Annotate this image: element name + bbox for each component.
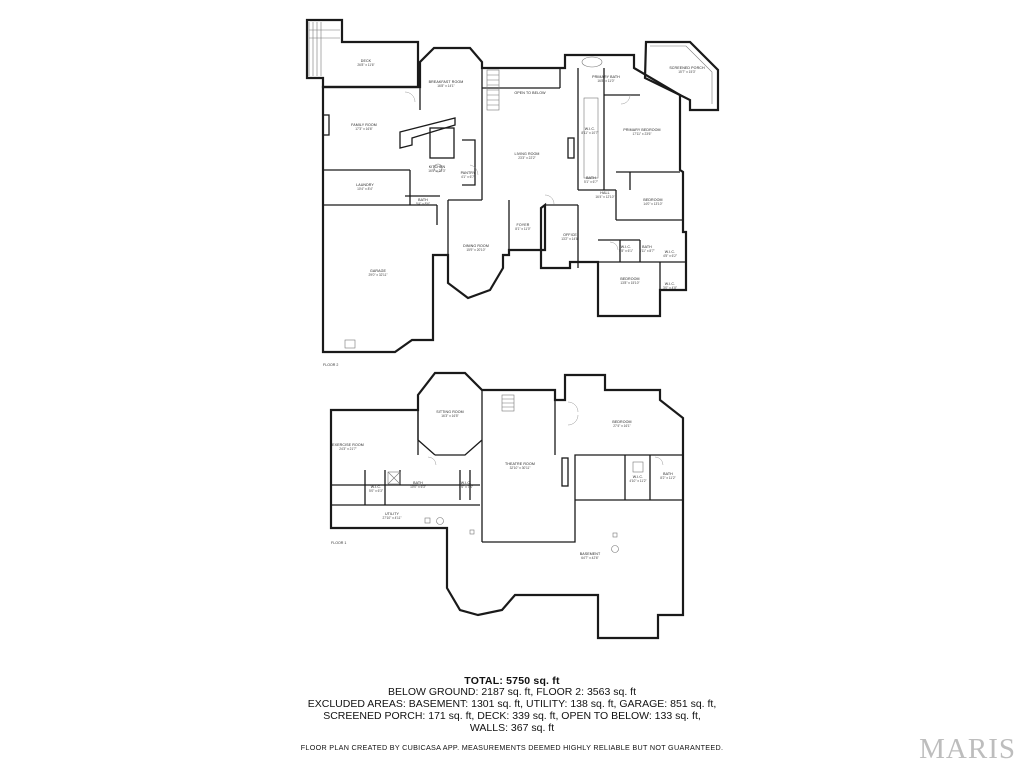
room-bath-half-dims: 5'4" x 8'6": [416, 202, 430, 206]
room-garage: GARAGE: [370, 269, 386, 273]
room-wic-lower-3: W.I.C.: [633, 475, 643, 479]
room-wic-lower-1-dims: 5'0" x 6'3": [369, 489, 383, 493]
room-bedroom-3-dims: 13'8" x 15'10": [620, 281, 639, 285]
room-office: OFFICE: [563, 233, 577, 237]
total-area: TOTAL: 5750 sq. ft: [464, 675, 560, 687]
room-laundry-dims: 10'4" x 8'4": [357, 187, 373, 191]
room-bath-jack: BATH: [642, 245, 652, 249]
room-family-dims: 17'3" x 16'6": [355, 127, 372, 131]
room-wic-bed2: W.I.C.: [665, 250, 675, 254]
room-kitchen: KITCHEN: [429, 165, 446, 169]
room-bath-lower-1-dims: 10'0" x 6'3": [410, 485, 426, 489]
room-utility-dims: 27'10" x 4'11": [382, 516, 401, 520]
room-dining: DINING ROOM: [463, 244, 489, 248]
room-sitting-dims: 16'3" x 16'5": [441, 414, 458, 418]
room-wic-small-dims: 3'0" x 4'8": [663, 286, 677, 290]
room-laundry: LAUNDRY: [356, 183, 374, 187]
room-bedroom-lower: BEDROOM: [612, 420, 631, 424]
room-exercise: EXERCISE ROOM: [332, 443, 364, 447]
room-bath-primary-small-dims: 5'1" x 6'7": [584, 180, 598, 184]
room-office-dims: 13'2" x 14'8": [561, 237, 578, 241]
room-basement-dims: 64'7" x 42'6": [581, 556, 598, 560]
room-wic-lower-2-dims: 4'6" x 7'4": [459, 485, 473, 489]
room-primary-bedroom: PRIMARY BEDROOM: [623, 128, 660, 132]
room-bedroom-2-dims: 14'0" x 13'10": [643, 202, 662, 206]
room-screened-porch-dims: 15'7" x 15'3": [678, 70, 695, 74]
room-foyer: FOYER: [517, 223, 530, 227]
walls-area: WALLS: 367 sq. ft: [469, 722, 555, 734]
room-wic-primary: W.I.C.: [585, 127, 595, 131]
room-wic-bed3: W.I.C.: [621, 245, 631, 249]
room-garage-dims: 29'0" x 32'11": [368, 273, 387, 277]
room-living: LIVING ROOM: [514, 152, 539, 156]
room-deck-dims: 26'8" x 11'6": [357, 63, 374, 67]
room-bath-lower-2: BATH: [663, 472, 673, 476]
room-bath-primary-small: BATH: [586, 176, 596, 180]
room-wic-lower-1: W.I.C.: [371, 485, 381, 489]
room-primary-bath: PRIMARY BATH: [592, 75, 620, 79]
room-hall: HALL: [600, 191, 609, 195]
room-pantry-dims: 4'1" x 6'7": [461, 175, 475, 179]
floor-1-room-labels: SITTING ROOM 16'3" x 16'5" BEDROOM 27'4"…: [331, 410, 676, 560]
room-deck: DECK: [361, 59, 372, 63]
room-theatre-dims: 32'10" x 30'11": [510, 466, 531, 470]
room-family: FAMILY ROOM: [351, 123, 377, 127]
room-exercise-dims: 24'3" x 21'7": [339, 447, 356, 451]
floor-2-tag: FLOOR 2: [323, 363, 338, 367]
room-bath-jack-dims: 8'11" x 8'7": [639, 249, 654, 253]
room-sitting: SITTING ROOM: [436, 410, 464, 414]
floor-2-room-labels: DECK 26'8" x 11'6" BREAKFAST ROOM 16'8" …: [323, 59, 705, 367]
room-wic-lower-3-dims: 4'10" x 11'2": [629, 479, 646, 483]
excluded-areas: EXCLUDED AREAS: BASEMENT: 1301 sq. ft, U…: [307, 698, 717, 710]
room-basement: BASEMENT: [580, 552, 601, 556]
floor-2-plan: DECK 26'8" x 11'6" BREAKFAST ROOM 16'8" …: [305, 18, 720, 367]
below-ground-area: BELOW GROUND: 2187 sq. ft, FLOOR 2: 3563…: [387, 686, 636, 698]
room-hall-dims: 16'4" x 12'10": [595, 195, 614, 199]
floor-1-plan: SITTING ROOM 16'3" x 16'5" BEDROOM 27'4"…: [329, 371, 685, 640]
room-wic-small: W.I.C.: [665, 282, 675, 286]
room-open-to-below: OPEN TO BELOW: [514, 91, 546, 95]
room-bath-lower-2-dims: 8'2" x 11'2": [660, 476, 675, 480]
room-bedroom-2: BEDROOM: [643, 198, 662, 202]
room-bedroom-3: BEDROOM: [620, 277, 639, 281]
room-pantry: PANTRY: [461, 171, 476, 175]
room-screened-porch: SCREENED PORCH: [669, 66, 705, 70]
excluded-areas-continued: SCREENED PORCH: 171 sq. ft, DECK: 339 sq…: [323, 710, 701, 722]
room-bath-half: BATH: [418, 198, 428, 202]
room-primary-bedroom-dims: 17'11" x 23'6": [632, 132, 651, 136]
room-dining-dims: 15'9" x 20'10": [466, 248, 485, 252]
room-utility: UTILITY: [385, 512, 400, 516]
brand-logo: MARIS: [919, 733, 1016, 765]
room-breakfast-dims: 16'8" x 14'1": [437, 84, 454, 88]
room-primary-bath-dims: 16'8" x 11'0": [597, 79, 614, 83]
room-bath-lower-1: BATH: [413, 481, 423, 485]
room-wic-lower-2: W.I.C.: [461, 481, 471, 485]
room-breakfast: BREAKFAST ROOM: [429, 80, 464, 84]
room-living-dims: 23'3" x 22'2": [518, 156, 535, 160]
room-bedroom-lower-dims: 27'4" x 16'1": [613, 424, 630, 428]
disclaimer: FLOOR PLAN CREATED BY CUBICASA APP. MEAS…: [300, 743, 724, 752]
floor-1-tag: FLOOR 1: [331, 541, 346, 545]
room-wic-bed2-dims: 4'5" x 6'2": [663, 254, 677, 258]
room-foyer-dims: 8'1" x 11'0": [515, 227, 530, 231]
room-theatre: THEATRE ROOM: [505, 462, 535, 466]
room-wic-bed3-dims: 5'8" x 6'1": [619, 249, 633, 253]
room-wic-primary-dims: 8'11" x 10'7": [581, 131, 598, 135]
room-kitchen-dims: 16'5" x 22'3": [428, 169, 445, 173]
